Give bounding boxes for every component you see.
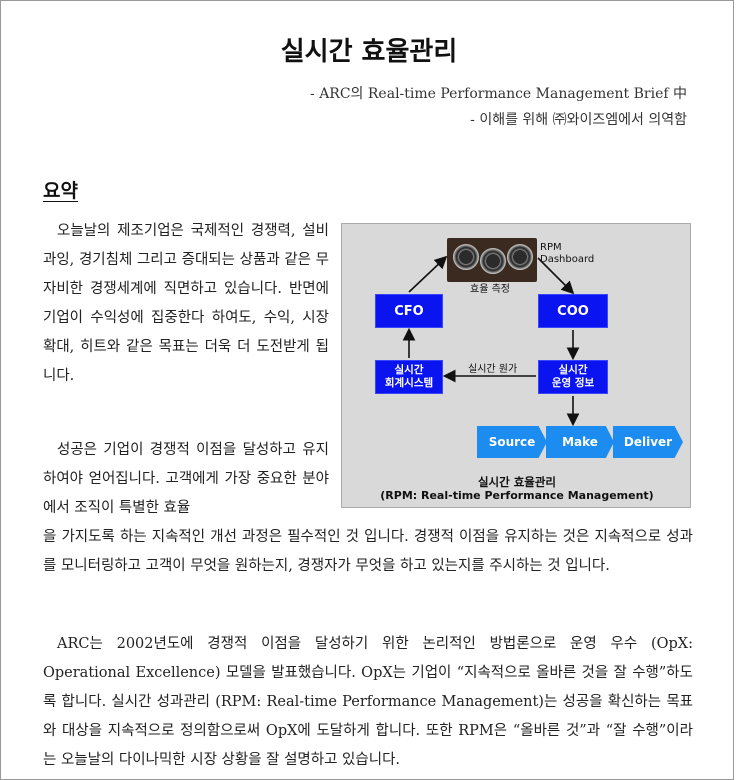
arrow-dashboard-to-coo xyxy=(537,257,575,295)
subtitle-source: - ARC의 Real-time Performance Management … xyxy=(310,86,687,102)
cfo-box: CFO xyxy=(375,294,443,328)
gauge-icon xyxy=(453,244,479,270)
accounting-system-box: 실시간 회계시스템 xyxy=(375,360,443,394)
diagram-caption-subtitle: (RPM: Real-time Performance Management) xyxy=(380,489,654,502)
rpm-diagram: RPM Dashboard 효율 측정 CFO COO 실시간 회계시스템 실시… xyxy=(341,223,691,508)
diagram-caption-title: 실시간 효율관리 xyxy=(477,475,557,489)
operations-line-1: 실시간 xyxy=(558,364,588,376)
paragraph-1: 오늘날의 제조기업은 국제적인 경쟁력, 설비 과잉, 경기침체 그리고 증대되… xyxy=(43,223,329,384)
accounting-line-1: 실시간 xyxy=(394,364,424,376)
step-source: Source xyxy=(477,426,547,458)
paragraph-2-part-2: 을 가지도록 하는 지속적인 개선 과정은 필수적인 것 입니다. 경쟁적 이점… xyxy=(43,529,693,574)
step-make: Make xyxy=(546,426,614,458)
dashboard-image xyxy=(447,238,537,282)
section-heading-summary: 요약 xyxy=(43,180,78,202)
dashboard-label-line-1: RPM xyxy=(540,242,562,253)
accounting-line-2: 회계시스템 xyxy=(384,377,434,389)
arrow-cfo-to-dashboard xyxy=(408,255,448,293)
operations-line-2: 운영 정보 xyxy=(551,377,595,389)
operations-info-box: 실시간 운영 정보 xyxy=(538,360,608,394)
coo-box: COO xyxy=(538,294,608,328)
cost-label: 실시간 원가 xyxy=(468,364,518,375)
paragraph-2-part-1: 성공은 기업이 경쟁적 이점을 달성하고 유지하여야 얻어집니다. 고객에게 가… xyxy=(43,442,329,516)
gauge-icon xyxy=(480,248,506,274)
document-title: 실시간 효율관리 xyxy=(280,37,458,67)
dashboard-label-line-2: Dashboard xyxy=(540,254,595,265)
gauge-icon xyxy=(507,244,533,270)
step-deliver: Deliver xyxy=(613,426,683,458)
paragraph-3: ARC는 2002년도에 경쟁적 이점을 달성하기 위한 논리적인 방법론으로 … xyxy=(43,636,693,768)
dashboard-label: RPM Dashboard xyxy=(540,242,594,266)
subtitle-translation-note: - 이해를 위해 ㈜와이즈엠에서 의역함 xyxy=(470,112,687,128)
measure-label: 효율 측정 xyxy=(470,284,510,295)
diagram-arrows xyxy=(402,255,580,427)
